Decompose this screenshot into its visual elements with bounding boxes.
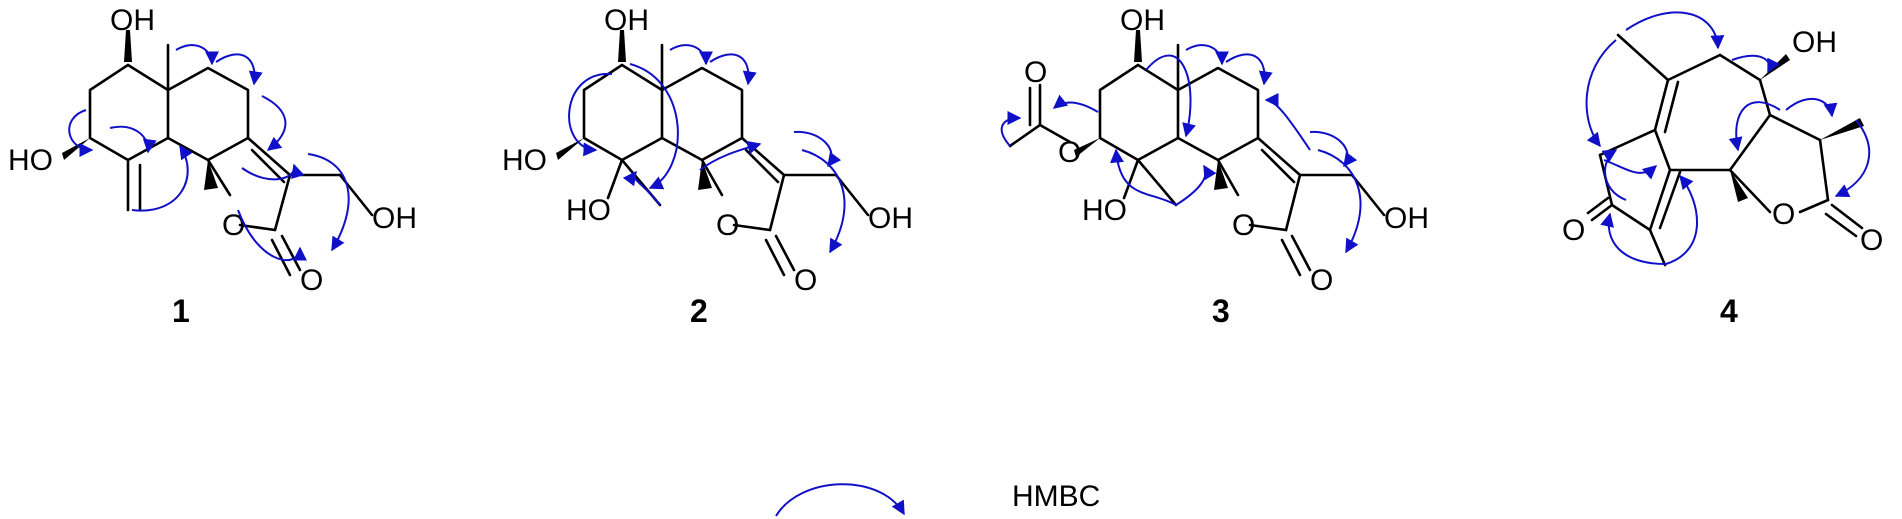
compound-1-o-carbonyl: O — [300, 264, 323, 297]
compound-2-o-carbonyl: O — [794, 264, 817, 297]
compound-4-o-ring: O — [1772, 198, 1795, 231]
compound-2-bonds — [556, 30, 870, 277]
compound-3-oh-top: OH — [1120, 4, 1165, 37]
legend: HMBC — [775, 480, 1100, 517]
compound-1-bonds — [62, 30, 374, 277]
compound-3-o-ring: O — [1232, 209, 1255, 242]
compound-2-ho-bottom: HO — [566, 194, 611, 227]
compound-4-hmbc-arrows — [1585, 11, 1871, 265]
compound-3-o-carbonyl: O — [1310, 264, 1333, 297]
compound-2-oh-right: OH — [868, 202, 913, 235]
compound-4-structure: OH O O O 4 — [1562, 11, 1883, 329]
compound-1-ho-left: HO — [8, 144, 53, 177]
curved-arrow-icon — [775, 483, 905, 517]
compound-3-oh-right: OH — [1384, 202, 1429, 235]
compound-1-structure: OH HO OH O O 1 — [8, 4, 417, 329]
compound-2-oh-top: OH — [604, 4, 649, 37]
compound-3-structure: OH O O HO OH O O 3 — [1000, 4, 1429, 329]
compound-3-number: 3 — [1212, 293, 1230, 329]
compound-3-o-acetyl-ester: O — [1058, 136, 1081, 169]
compound-2-o-ring: O — [716, 209, 739, 242]
compound-1-o-ring: O — [222, 209, 245, 242]
compound-1-oh-top: OH — [110, 4, 155, 37]
compound-3-hmbc-arrows — [1000, 44, 1362, 254]
compound-2-ho-left: HO — [502, 144, 547, 177]
compound-3-ho-bottom: HO — [1082, 194, 1127, 227]
compound-4-o-carbonyl: O — [1860, 224, 1883, 257]
compound-1-number: 1 — [172, 293, 190, 329]
compound-3-bonds — [1008, 30, 1386, 277]
compound-1-hmbc-arrows — [68, 44, 350, 261]
compound-3-o-acetyl-carbonyl: O — [1024, 56, 1047, 89]
compound-4-bonds — [1586, 33, 1864, 267]
compound-2-hmbc-arrows — [568, 44, 846, 254]
compound-2-number: 2 — [690, 293, 708, 329]
compound-4-number: 4 — [1720, 293, 1738, 329]
compound-1-oh-right: OH — [372, 202, 417, 235]
compound-2-structure: OH HO HO OH O O 2 — [502, 4, 913, 329]
legend-label: HMBC — [1012, 480, 1100, 513]
compound-4-oh-top: OH — [1792, 26, 1837, 59]
compound-4-o-ketone: O — [1562, 214, 1585, 247]
